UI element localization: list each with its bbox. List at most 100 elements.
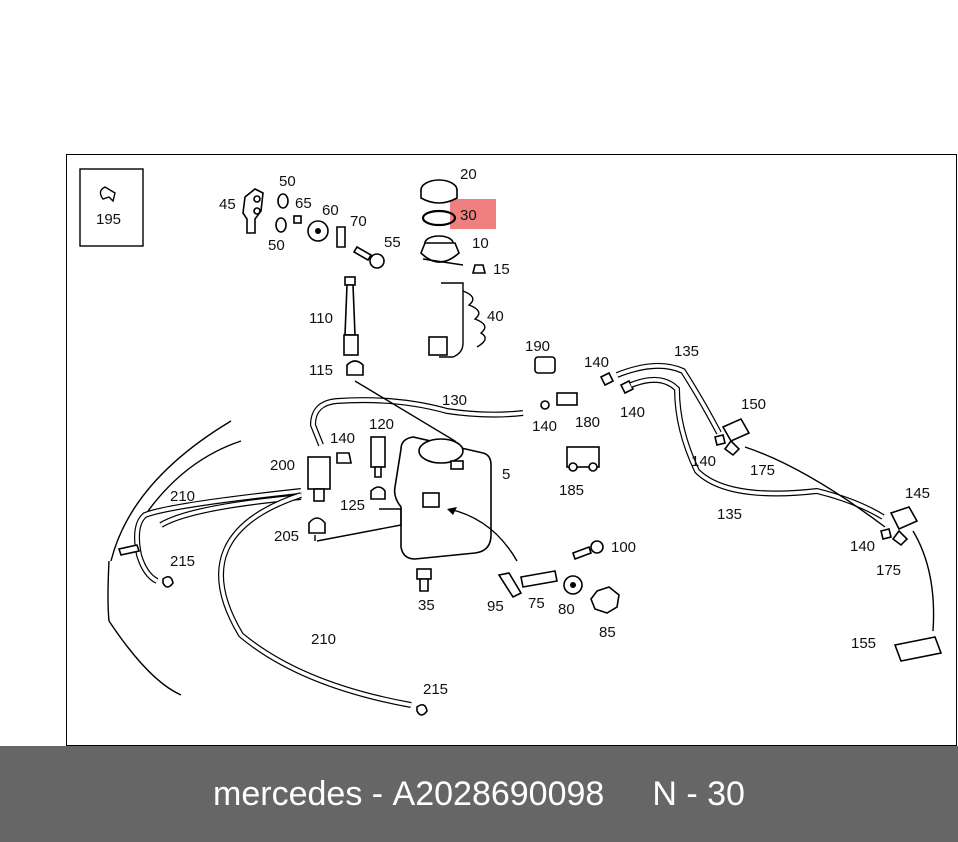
hose-to-155[interactable] [912, 530, 935, 632]
hose-210-left[interactable] [134, 488, 302, 584]
label-50-top: 50 [279, 173, 296, 190]
label-55: 55 [384, 234, 401, 251]
hose-210-right[interactable] [218, 492, 412, 708]
label-145: 145 [905, 485, 930, 502]
part-85-knob[interactable] [590, 586, 620, 614]
label-135-a: 135 [674, 343, 699, 360]
label-180: 180 [575, 414, 600, 431]
part-50-oring-top[interactable] [277, 193, 289, 209]
part-65-nut[interactable] [293, 215, 302, 224]
label-215-b: 215 [423, 681, 448, 698]
label-45: 45 [219, 196, 236, 213]
arrow-head [447, 507, 457, 515]
leader-205 [314, 508, 402, 542]
label-10: 10 [472, 235, 489, 252]
label-115: 115 [309, 362, 333, 379]
highlight-box [450, 199, 496, 229]
hose-175-upper[interactable] [744, 446, 886, 528]
parts-diagram: 195 45 50 65 60 70 50 55 20 30 10 15 40 … [66, 154, 957, 746]
part-95-clip[interactable] [497, 572, 523, 599]
label-30: 30 [460, 207, 477, 224]
label-60: 60 [322, 202, 339, 219]
part-125-grommet[interactable] [370, 486, 386, 500]
part-180-valve[interactable] [540, 392, 578, 410]
part-30-seal-ring[interactable] [421, 209, 457, 227]
part-200-pump[interactable] [307, 456, 331, 502]
part-55-bolt[interactable] [352, 245, 385, 269]
label-20: 20 [460, 166, 477, 183]
label-200: 200 [270, 457, 295, 474]
label-155: 155 [851, 635, 876, 652]
label-210-b: 210 [311, 631, 336, 648]
part-50-oring-bottom[interactable] [275, 217, 287, 233]
label-185: 185 [559, 482, 584, 499]
label-140-f: 140 [850, 538, 875, 555]
part-215-clip-left[interactable] [162, 575, 174, 588]
part-190-sleeve[interactable] [534, 356, 556, 374]
label-210-a: 210 [170, 488, 195, 505]
label-140-b: 140 [620, 404, 645, 421]
label-100: 100 [611, 539, 636, 556]
part-70-bracket[interactable] [336, 226, 346, 248]
part-215-clip-bottom[interactable] [416, 703, 428, 716]
part-150-nozzle[interactable] [721, 417, 751, 457]
label-85: 85 [599, 624, 616, 641]
part-110-level-pipe[interactable] [343, 276, 359, 356]
label-110: 110 [309, 310, 333, 327]
exploded-view-drawing: 195 45 50 65 60 70 50 55 20 30 10 15 40 … [79, 166, 943, 716]
part-140-clip-f[interactable] [880, 528, 892, 540]
part-15-clip[interactable] [471, 264, 487, 274]
part-80-washer[interactable] [563, 575, 583, 595]
label-140-e: 140 [691, 453, 716, 470]
label-35: 35 [418, 597, 435, 614]
separator: - [686, 774, 698, 813]
part-20-cap[interactable] [420, 179, 458, 204]
position-number: 30 [707, 774, 745, 813]
part-45-sensor[interactable] [242, 188, 264, 234]
part-195-clip[interactable] [79, 168, 144, 247]
label-150: 150 [741, 396, 766, 413]
car-body-outline [107, 420, 242, 696]
hose-135-top[interactable] [615, 362, 885, 520]
part-140-clip-c[interactable] [619, 379, 635, 395]
label-140-c: 140 [532, 418, 557, 435]
part-205-grommet[interactable] [308, 517, 326, 534]
label-120: 120 [369, 416, 394, 433]
part-35-drain[interactable] [416, 568, 432, 592]
part-120-pump[interactable] [370, 436, 386, 478]
label-140-d: 140 [330, 430, 355, 447]
label-175-a: 175 [750, 462, 775, 479]
part-115-grommet[interactable] [346, 360, 364, 376]
hose-130[interactable] [309, 397, 524, 447]
part-5-washer-tank[interactable] [393, 436, 492, 560]
label-135-b: 135 [717, 506, 742, 523]
part-140-clip-e[interactable] [714, 434, 726, 446]
arrow-to-tank [448, 508, 518, 562]
part-145-nozzle[interactable] [889, 506, 919, 547]
label-40: 40 [487, 308, 504, 325]
part-40-level-sensor[interactable] [428, 282, 486, 358]
label-65: 65 [295, 195, 312, 212]
label-195: 195 [96, 211, 121, 228]
nozzle-left[interactable] [117, 544, 141, 556]
part-75-bracket[interactable] [520, 570, 558, 588]
part-100-screw[interactable] [571, 540, 604, 561]
part-185-bracket[interactable] [566, 446, 600, 472]
label-75: 75 [528, 595, 545, 612]
label-50-bottom: 50 [268, 237, 285, 254]
label-140-a: 140 [584, 354, 609, 371]
part-140-clip-left[interactable] [336, 452, 352, 464]
label-205: 205 [274, 528, 299, 545]
label-95: 95 [487, 598, 504, 615]
label-190: 190 [525, 338, 550, 355]
label-175-b: 175 [876, 562, 901, 579]
part-155-connector[interactable] [893, 636, 943, 662]
label-15: 15 [493, 261, 510, 278]
label-80: 80 [558, 601, 575, 618]
part-140-clip-b[interactable] [599, 371, 615, 387]
label-70: 70 [350, 213, 367, 230]
brand-name: mercedes [213, 774, 363, 813]
part-10-filler-neck[interactable] [420, 235, 464, 266]
part-60-gear[interactable] [307, 220, 329, 242]
